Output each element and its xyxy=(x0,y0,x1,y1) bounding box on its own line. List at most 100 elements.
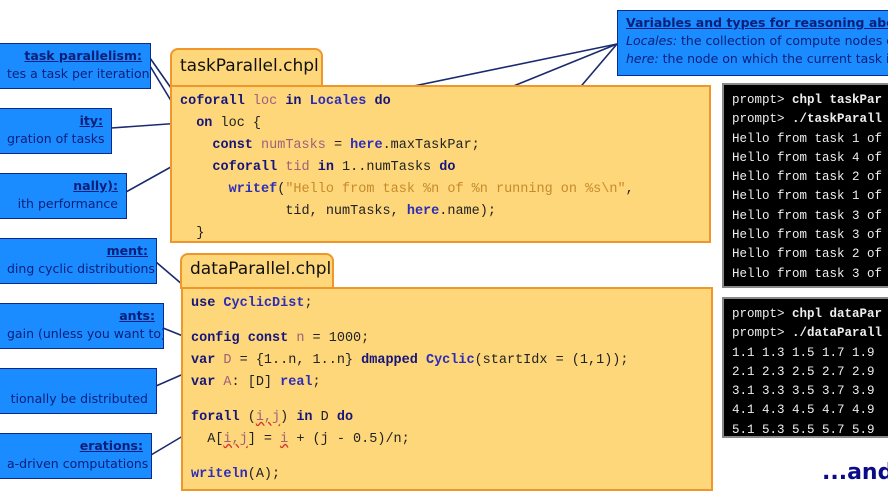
data-file-tab[interactable]: dataParallel.chpl xyxy=(180,253,334,289)
code-line: A[i,j] = i + (j - 0.5)/n; xyxy=(191,429,703,451)
code-token: here xyxy=(406,204,440,219)
code-token xyxy=(180,160,212,175)
code-token: ) xyxy=(280,410,297,425)
term-here: here: xyxy=(626,51,659,66)
code-token: do xyxy=(336,410,354,425)
callout-box: task parallelism:tes a task per iteratio… xyxy=(0,43,151,89)
code-line: tid, numTasks, here.name); xyxy=(180,201,701,223)
callout-box: nally):ith performance xyxy=(0,173,127,219)
code-token: forall xyxy=(191,410,240,425)
code-token xyxy=(180,138,212,153)
code-token: ( xyxy=(277,182,286,197)
code-token: loc xyxy=(244,94,286,109)
terminal-line: Hello from task 1 of xyxy=(732,187,882,206)
code-line: forall (i,j) in D do xyxy=(191,407,703,429)
task-file-tab[interactable]: taskParallel.chpl xyxy=(170,48,323,88)
code-token: in xyxy=(317,160,334,175)
terminal-text: 1.1 1.3 1.5 1.7 1.9 xyxy=(732,345,875,360)
callout-heading: erations: xyxy=(79,438,143,453)
code-token: numTasks xyxy=(252,138,326,153)
code-line: coforall tid in 1..numTasks do xyxy=(180,157,701,179)
code-token: .maxTaskPar; xyxy=(382,138,480,153)
code-token: (startIdx = (1,1)); xyxy=(474,353,629,368)
code-line xyxy=(191,315,703,328)
terminal-line: prompt> ./taskParall xyxy=(732,110,882,129)
callout-text: tionally be distributed xyxy=(10,391,148,406)
file-title: dataParallel.chpl xyxy=(190,259,332,279)
code-token: const xyxy=(212,138,253,153)
code-token: , xyxy=(625,182,634,197)
terminal-line: 3.1 3.3 3.5 3.7 3.9 xyxy=(732,382,882,401)
code-token: ; xyxy=(304,296,313,311)
code-token: do xyxy=(439,160,456,175)
code-token: i,j xyxy=(223,432,248,447)
code-line: use CyclicDist; xyxy=(191,293,703,315)
code-token: do xyxy=(374,94,391,109)
code-token: CyclicDist xyxy=(223,296,305,311)
terminal-line: Hello from task 3 of xyxy=(732,226,882,245)
terminal-line: 5.1 5.3 5.5 5.7 5.9 xyxy=(732,421,882,437)
code-token: use xyxy=(191,296,216,311)
code-line: } xyxy=(180,223,701,245)
terminal-text: Hello from task 3 of xyxy=(732,208,883,223)
code-token xyxy=(180,116,196,131)
code-token: loc { xyxy=(212,116,262,131)
code-token: D xyxy=(312,410,337,425)
terminal-line: 1.1 1.3 1.5 1.7 1.9 xyxy=(732,344,882,363)
code-token: "Hello from task %n of %n running on %s\… xyxy=(285,182,626,197)
terminal-text: Hello from task 1 of xyxy=(732,189,883,204)
callout-box: ity:gration of tasks xyxy=(0,108,112,154)
code-token: .name); xyxy=(439,204,496,219)
terminal-text: Hello from task 4 of xyxy=(732,150,883,165)
code-token xyxy=(302,94,310,109)
code-token: ; xyxy=(312,375,321,390)
code-line xyxy=(191,451,703,464)
terminal-line: prompt> chpl taskPar xyxy=(732,91,882,110)
code-token: 1..numTasks xyxy=(333,160,440,175)
terminal-text: Hello from task 3 of xyxy=(732,266,883,281)
callout-heading: nally): xyxy=(73,178,118,193)
data-parallel-code: use CyclicDist;config const n = 1000;var… xyxy=(181,287,713,491)
terminal-command: ./dataParall xyxy=(792,326,883,341)
code-token: (A); xyxy=(247,467,281,482)
code-line: writef("Hello from task %n of %n running… xyxy=(180,179,701,201)
code-token: i xyxy=(280,432,289,447)
code-token: Locales xyxy=(309,94,367,109)
code-token: dmapped xyxy=(361,353,418,368)
terminal-text: Hello from task 2 of xyxy=(732,247,883,262)
terminal-text: prompt> xyxy=(732,112,793,127)
code-token xyxy=(180,182,229,197)
terminal-text: 4.1 4.3 4.5 4.7 4.9 xyxy=(732,403,875,418)
terminal-command: chpl taskPar xyxy=(792,93,883,107)
code-token: Cyclic xyxy=(425,353,475,368)
terminal-line: Hello from task 3 of xyxy=(732,207,882,226)
task-parallel-code: coforall loc in Locales do on loc { cons… xyxy=(170,85,711,243)
code-line: var A: [D] real; xyxy=(191,372,703,394)
callout-heading xyxy=(7,372,148,390)
terminal-command: ./taskParall xyxy=(792,112,883,127)
code-line: on loc { xyxy=(180,113,701,135)
file-title: taskParallel.chpl xyxy=(180,56,319,76)
code-token: real xyxy=(280,375,313,390)
code-token: var xyxy=(191,353,216,368)
callout-heading: ants: xyxy=(119,308,155,323)
code-token: tid xyxy=(277,160,318,175)
terminal-line: Hello from task 4 of xyxy=(732,149,882,168)
code-token: } xyxy=(180,226,205,241)
code-token: = 1000; xyxy=(304,331,370,346)
terminal-line: Hello from task 2 of xyxy=(732,245,882,264)
terminal-text: 5.1 5.3 5.5 5.7 5.9 xyxy=(732,422,875,437)
code-line xyxy=(191,394,703,407)
callout-heading: task parallelism: xyxy=(24,48,142,63)
terminal-text: Hello from task 2 of xyxy=(732,170,883,185)
terminal-line: prompt> ./dataParall xyxy=(732,324,882,343)
callout-text: gration of tasks xyxy=(7,131,105,146)
code-token: i,j xyxy=(255,410,281,425)
code-token: in xyxy=(285,94,302,109)
terminal-line: 2.1 2.3 2.5 2.7 2.9 xyxy=(732,363,882,382)
code-token: : [D] xyxy=(231,375,281,390)
terminal-text: prompt> xyxy=(732,326,793,341)
terminal-line: Hello from task 1 of xyxy=(732,130,882,149)
code-token: A[ xyxy=(191,432,224,447)
